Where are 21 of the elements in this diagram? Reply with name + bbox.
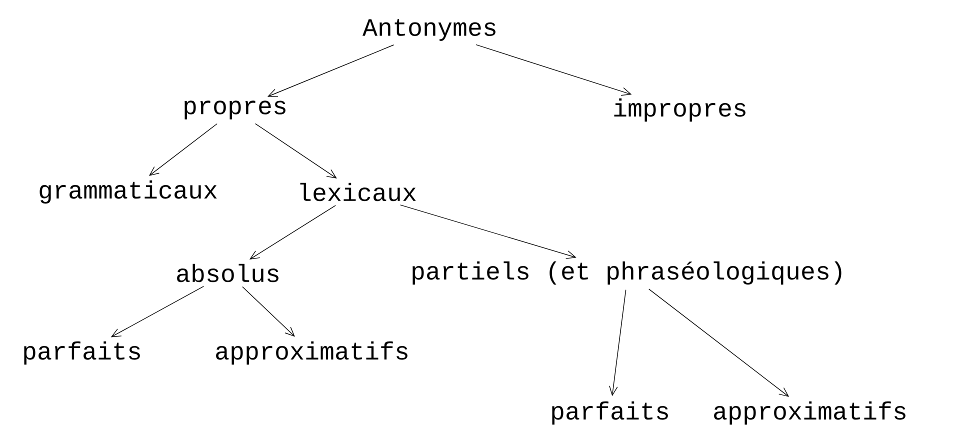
- arrow: [249, 205, 336, 260]
- term-text: grammaticaux: [40, 180, 217, 204]
- arrow: [267, 44, 394, 98]
- term-text: Antonymes: [362, 19, 496, 41]
- term-text: parfaits: [24, 341, 140, 365]
- arrow: [609, 289, 626, 396]
- arrow: [476, 44, 632, 96]
- arrow: [148, 123, 218, 176]
- term-text: lexicaux: [300, 182, 416, 202]
- term-text: approximatifs: [714, 401, 906, 425]
- term-text: approximatifs: [216, 341, 408, 365]
- arrow: [648, 288, 790, 397]
- term-text: partiels (et phraséologiques): [412, 261, 842, 285]
- term-text: impropres: [614, 98, 746, 122]
- arrow: [110, 286, 204, 338]
- arrow: [242, 286, 295, 337]
- term-text: absolus: [177, 264, 278, 282]
- arrow: [254, 123, 337, 178]
- term-text: parfaits: [552, 401, 668, 425]
- arrow: [400, 204, 576, 259]
- term-text: propres: [184, 100, 286, 120]
